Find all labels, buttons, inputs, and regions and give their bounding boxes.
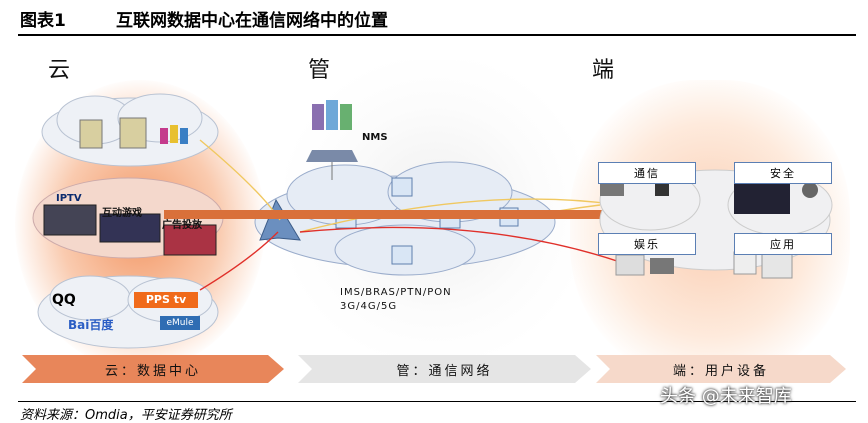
end-devices-cloud bbox=[599, 169, 833, 279]
ribbon-pipe-shape bbox=[298, 355, 591, 383]
watermark: 头条 @未来智库 bbox=[660, 386, 792, 407]
label-ad-placement: 广告投放 bbox=[162, 220, 202, 231]
label-iptv: IPTV bbox=[56, 193, 82, 204]
ribbon-cloud-shape bbox=[22, 355, 284, 383]
ribbon-end-label: 端：用户设备 bbox=[672, 363, 769, 379]
figure-title: 互联网数据中心在通信网络中的位置 bbox=[116, 11, 388, 31]
label-tech-generations: 3G/4G/5G bbox=[340, 301, 398, 312]
qq-logo: QQ bbox=[52, 292, 76, 308]
label-nms: NMS bbox=[362, 132, 388, 143]
baidu-logo: Bai百度 bbox=[68, 318, 114, 332]
label-interactive-games: 互动游戏 bbox=[102, 208, 142, 219]
ribbon-end-shape bbox=[596, 355, 846, 383]
column-head-cloud: 云 bbox=[48, 58, 71, 83]
category-security: 安全 bbox=[734, 162, 832, 184]
ribbon-cloud-label: 云：数据中心 bbox=[104, 363, 201, 379]
nms-servers bbox=[306, 100, 358, 180]
cloud-datacenter-servers bbox=[41, 93, 219, 167]
label-tech-protocols: IMS/BRAS/PTN/PON bbox=[340, 287, 452, 298]
category-entertainment: 娱乐 bbox=[598, 233, 696, 255]
column-head-pipe: 管 bbox=[308, 58, 331, 83]
category-application: 应用 bbox=[734, 233, 832, 255]
figure-number: 图表1 bbox=[20, 11, 66, 31]
column-head-end: 端 bbox=[592, 58, 615, 83]
cloud-internet-brands bbox=[37, 275, 219, 349]
footer-rule bbox=[18, 401, 856, 402]
title-bar bbox=[18, 0, 856, 36]
category-communication: 通信 bbox=[598, 162, 696, 184]
orange-link-band bbox=[164, 210, 644, 219]
pps-logo: PPS tv bbox=[134, 292, 198, 308]
emule-logo: eMule bbox=[160, 316, 200, 330]
cloud-media-services bbox=[32, 177, 224, 259]
ribbon-pipe-label: 管：通信网络 bbox=[396, 363, 493, 379]
source-note: 资料来源：Omdia，平安证券研究所 bbox=[20, 408, 232, 423]
